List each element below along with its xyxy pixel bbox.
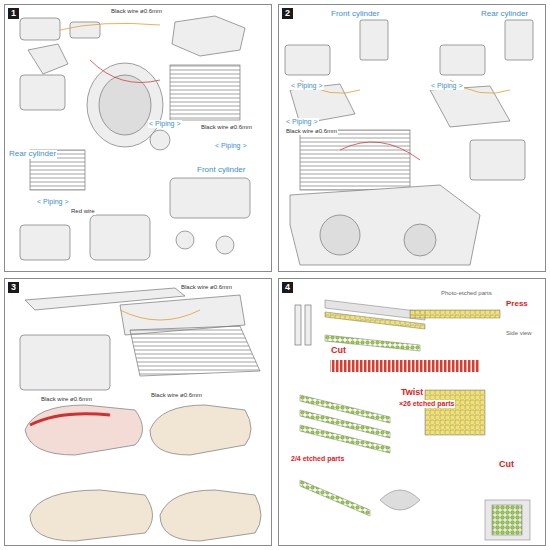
part-label: Twist <box>400 388 424 398</box>
part-label: Black wire ø0.6mm <box>200 124 253 131</box>
part-label: < Piping > <box>285 118 319 126</box>
part-label: Black wire ø0.6mm <box>150 392 203 399</box>
part-label: Side view <box>505 330 533 337</box>
step-panel: 2 <box>278 4 546 272</box>
step-panel: 4 <box>278 278 546 546</box>
part-label: < Piping > <box>214 142 248 150</box>
part-label: < Piping > <box>430 82 464 90</box>
part-label: Cut <box>330 346 347 356</box>
part-label: < Piping > <box>148 120 182 128</box>
part-label: ×26 etched parts <box>398 400 455 408</box>
part-label: Photo-etched parts <box>440 290 493 297</box>
part-label: < Piping > <box>36 198 70 206</box>
part-label: Cut <box>498 460 515 470</box>
part-label: Black wire ø0.6mm <box>285 128 338 135</box>
step-number: 3 <box>8 282 19 293</box>
part-label: Front cylinder <box>196 166 246 175</box>
part-label: Red wire <box>70 208 96 215</box>
step-number: 4 <box>282 282 293 293</box>
part-label: Press <box>505 300 529 309</box>
part-label: Front cylinder <box>330 10 380 19</box>
part-label: Black wire ø0.6mm <box>180 284 233 291</box>
step-number: 1 <box>8 8 19 19</box>
part-label: Rear cylinder <box>480 10 529 19</box>
part-label: Black wire ø0.6mm <box>110 8 163 15</box>
part-label: Black wire ø0.6mm <box>40 396 93 403</box>
step-number: 2 <box>282 8 293 19</box>
step-panel: 3 <box>4 278 272 546</box>
part-label: < Piping > <box>290 82 324 90</box>
part-label: 2/4 etched parts <box>290 455 345 463</box>
step-panel: 1 <box>4 4 272 272</box>
part-label: Rear cylinder <box>8 150 57 159</box>
